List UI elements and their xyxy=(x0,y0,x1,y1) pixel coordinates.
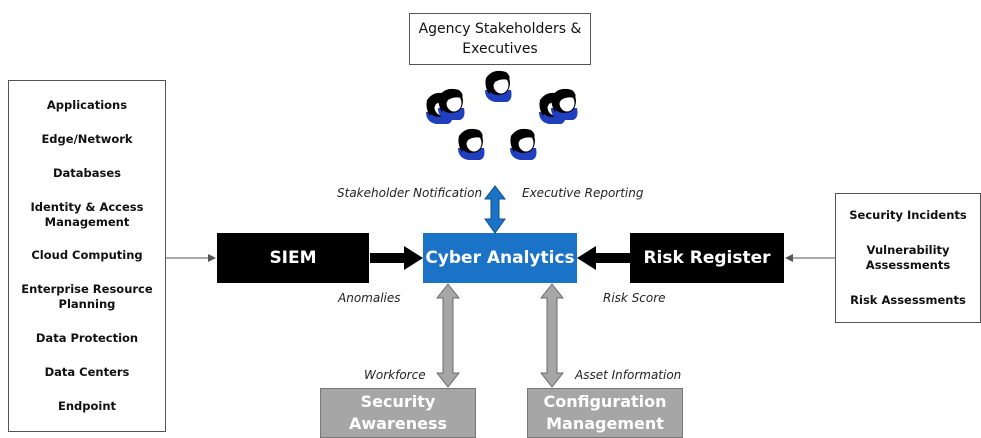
configuration-management-box: Configuration Management xyxy=(527,388,683,438)
label-anomalies: Anomalies xyxy=(338,291,401,305)
cyber-analytics-box: Cyber Analytics xyxy=(423,233,577,283)
source-item: Applications xyxy=(46,98,128,113)
label-asset-information: Asset Information xyxy=(575,368,682,382)
label-risk-score: Risk Score xyxy=(603,291,666,305)
stakeholders-line1: Agency Stakeholders & xyxy=(418,21,582,37)
analytics-stakeholders-arrow xyxy=(483,185,507,234)
sources-to-siem-arrowhead xyxy=(208,254,216,262)
source-item: Cloud Computing xyxy=(31,248,143,263)
label-executive-reporting: Executive Reporting xyxy=(522,186,644,200)
cyber-analytics-label: Cyber Analytics xyxy=(425,248,575,268)
analytics-config-arrow xyxy=(539,283,565,388)
security-awareness-box: Security Awareness xyxy=(320,388,476,438)
source-item: Data Centers xyxy=(44,364,130,379)
source-item: Databases xyxy=(52,165,122,180)
siem-label: SIEM xyxy=(269,248,317,268)
register-to-analytics-arrow xyxy=(577,246,630,270)
risk-input-item: Risk Assessments xyxy=(850,293,966,307)
security-awareness-l2: Awareness xyxy=(349,414,447,433)
siem-box: SIEM xyxy=(217,233,369,283)
label-stakeholder-notification: Stakeholder Notification xyxy=(337,186,483,200)
label-workforce: Workforce xyxy=(364,368,426,382)
config-mgmt-l1: Configuration xyxy=(543,392,667,411)
risk-input-item: Security Incidents xyxy=(849,208,967,222)
security-awareness-l1: Security xyxy=(360,392,436,411)
risk-register-label: Risk Register xyxy=(643,248,771,268)
stakeholders-box: Agency Stakeholders & Executives xyxy=(409,13,591,65)
source-item: Data Protection xyxy=(35,330,139,345)
siem-to-analytics-arrow xyxy=(370,246,423,270)
source-item: Endpoint xyxy=(57,398,117,413)
analytics-awareness-arrow xyxy=(435,283,461,388)
source-item: Edge/Network xyxy=(41,132,133,147)
stakeholders-line2: Executives xyxy=(462,41,538,57)
data-sources-box: Applications Edge/Network Databases Iden… xyxy=(8,80,166,432)
risk-register-box: Risk Register xyxy=(630,233,784,283)
config-mgmt-l2: Management xyxy=(546,414,664,433)
inputs-to-register-arrowhead xyxy=(785,254,793,262)
